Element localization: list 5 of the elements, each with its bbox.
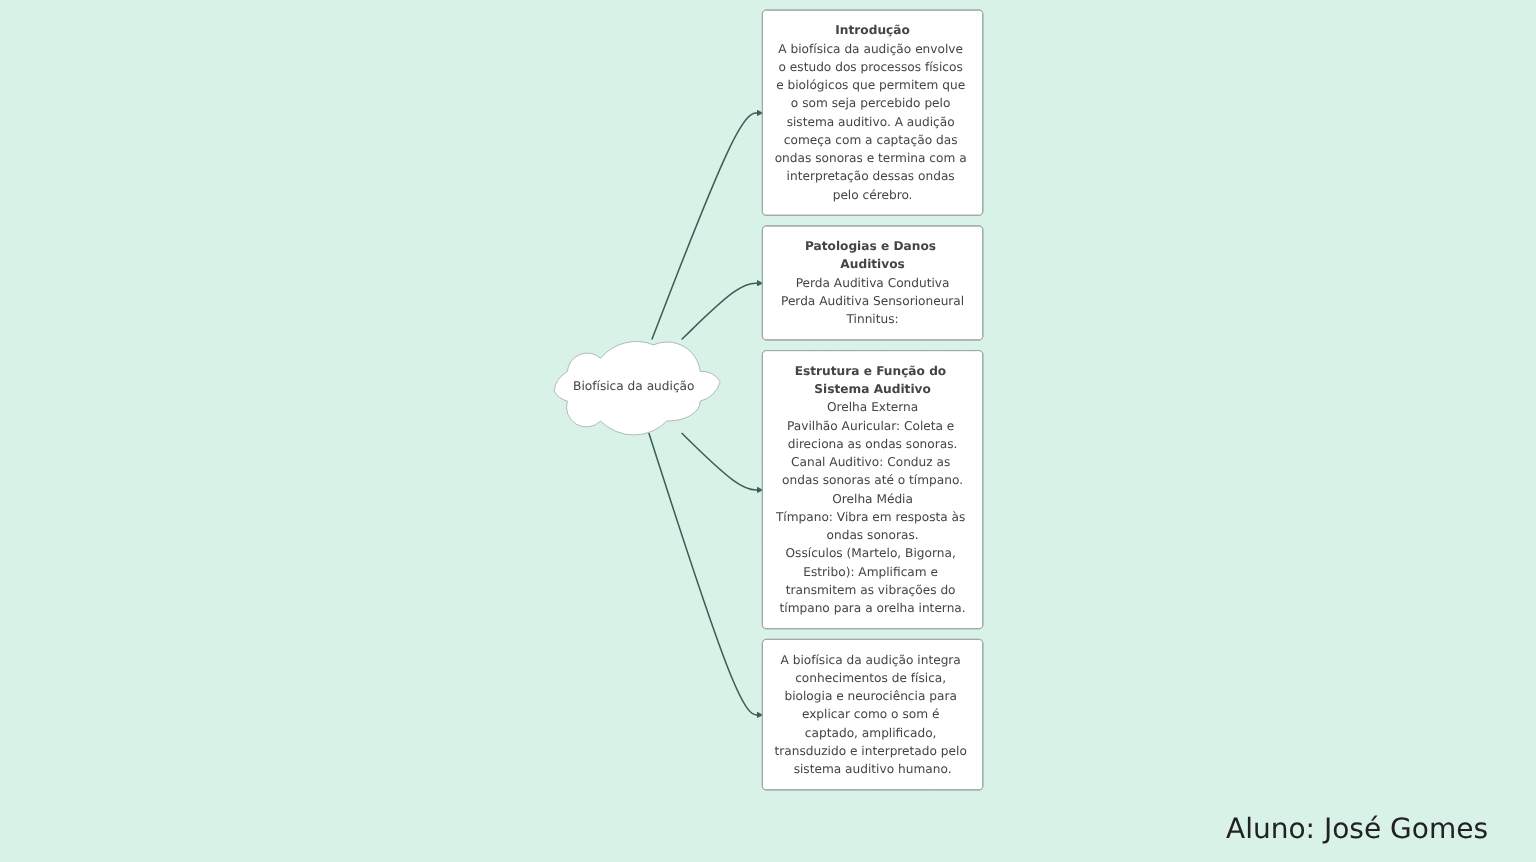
arrow — [647, 432, 763, 719]
arrow — [650, 109, 763, 341]
arrow — [680, 432, 763, 494]
student-name: Aluno: José Gomes — [1226, 814, 1488, 846]
arrow — [680, 279, 763, 341]
